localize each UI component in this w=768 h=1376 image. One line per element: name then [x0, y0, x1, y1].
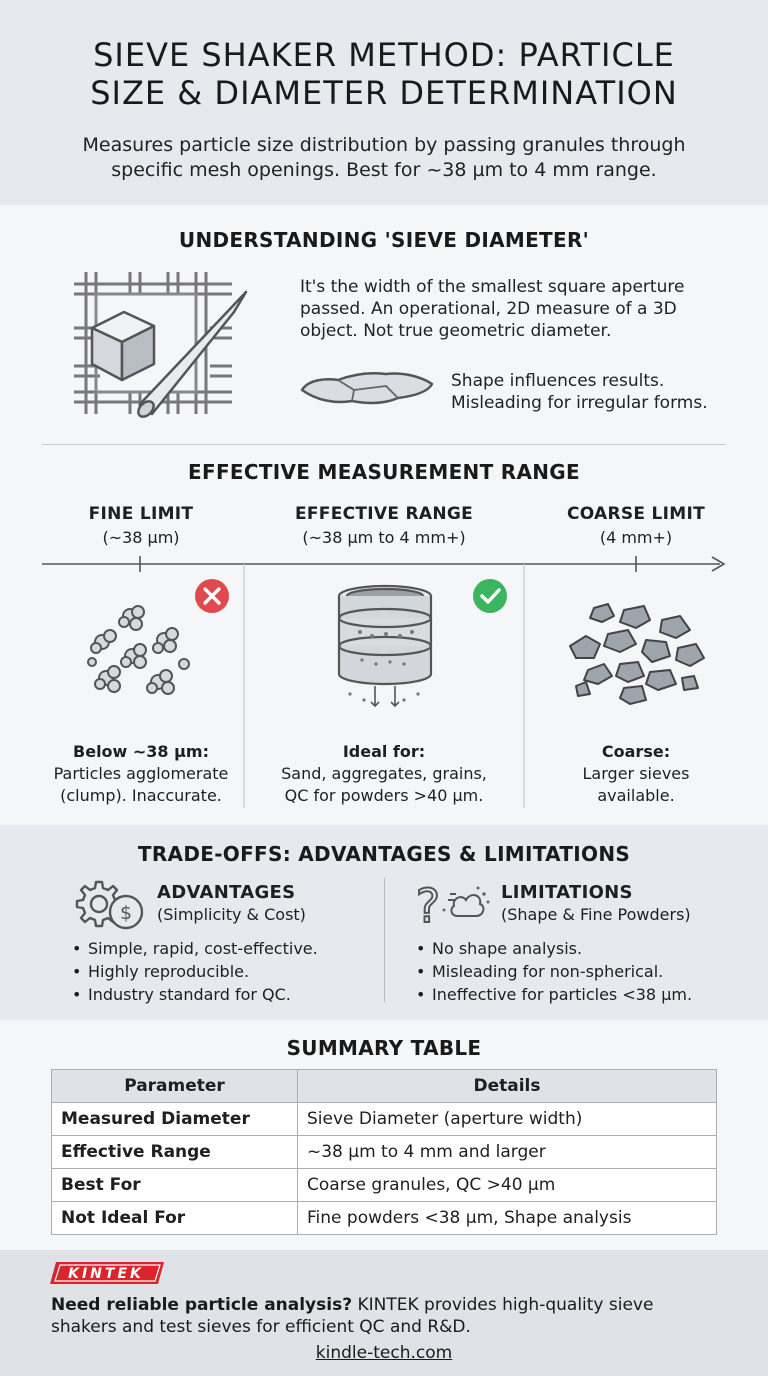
- table-cell-details: Sieve Diameter (aperture width): [297, 1102, 717, 1136]
- advantages-title: ADVANTAGES: [157, 882, 296, 903]
- fine-caption-bold: Below ~38 µm:: [73, 742, 209, 761]
- advantages-list: Simple, rapid, cost-effective. Highly re…: [72, 937, 318, 1006]
- limitations-title: LIMITATIONS: [501, 882, 633, 903]
- summary-table: Parameter Details Measured Diameter Siev…: [51, 1069, 717, 1235]
- limitations-list: No shape analysis. Misleading for non-sp…: [416, 937, 692, 1006]
- svg-text:KINTEK: KINTEK: [68, 1266, 144, 1282]
- sieve-diameter-definition: It's the width of the smallest square ap…: [300, 276, 740, 342]
- definition-line-2: passed. An operational, 2D measure of a …: [300, 299, 677, 319]
- definition-line-1: It's the width of the smallest square ap…: [300, 277, 685, 297]
- kintek-logo: KINTEK: [50, 1262, 164, 1284]
- shape-influence-note: Shape influences results. Misleading for…: [451, 370, 751, 414]
- cta-bold: Need reliable particle analysis?: [51, 1295, 353, 1315]
- table-cell-details: ~38 µm to 4 mm and larger: [297, 1135, 717, 1169]
- cross-icon: [195, 579, 229, 613]
- fine-limit-sub: (~38 µm): [102, 528, 180, 547]
- table-row: Best For Coarse granules, QC >40 µm: [51, 1168, 717, 1202]
- table-row: Not Ideal For Fine powders <38 µm, Shape…: [51, 1201, 717, 1235]
- coarse-limit-caption: Coarse: Larger sieves available.: [516, 741, 756, 807]
- title-line-2: SIZE & DIAMETER DETERMINATION: [90, 74, 678, 112]
- axis-arrow-icon: [711, 556, 726, 572]
- effective-caption-line-1: Sand, aggregates, grains,: [281, 764, 487, 783]
- tradeoffs-divider: [384, 878, 385, 1002]
- subtitle-line-2: specific mesh openings. Best for ~38 µm …: [111, 159, 657, 181]
- list-item: Highly reproducible.: [72, 960, 318, 983]
- shape-note-line-2: Misleading for irregular forms.: [451, 393, 708, 413]
- fine-limit-caption: Below ~38 µm: Particles agglomerate (clu…: [21, 741, 261, 807]
- range-heading: EFFECTIVE MEASUREMENT RANGE: [188, 460, 580, 484]
- section-divider: [42, 444, 726, 445]
- list-item: Simple, rapid, cost-effective.: [72, 937, 318, 960]
- website-link[interactable]: kindle-tech.com: [315, 1343, 453, 1363]
- question-dust-icon: ?: [415, 878, 490, 932]
- fine-caption-line-1: Particles agglomerate: [53, 764, 229, 783]
- effective-range-sub: (~38 µm to 4 mm+): [302, 528, 466, 547]
- effective-range-caption: Ideal for: Sand, aggregates, grains, QC …: [264, 741, 504, 807]
- table-header-row: Parameter Details: [51, 1069, 717, 1103]
- irregular-particle-icon: [300, 372, 434, 405]
- list-item: Ineffective for particles <38 µm.: [416, 983, 692, 1006]
- cube-particle-icon: [90, 310, 156, 382]
- coarse-caption-bold: Coarse:: [601, 742, 671, 761]
- coarse-caption-line-2: available.: [597, 786, 675, 805]
- column-header: Details: [297, 1069, 717, 1103]
- coarse-limit-title: COARSE LIMIT: [566, 504, 706, 524]
- stacked-sieves-icon: [337, 584, 433, 708]
- table-row: Measured Diameter Sieve Diameter (apertu…: [51, 1102, 717, 1136]
- subtitle-line-1: Measures particle size distribution by p…: [82, 134, 686, 156]
- table-cell-parameter: Measured Diameter: [51, 1102, 298, 1136]
- page-title: SIEVE SHAKER METHOD: PARTICLE SIZE & DIA…: [20, 36, 748, 112]
- coarse-rocks-icon: [569, 603, 705, 705]
- column-header: Parameter: [51, 1069, 298, 1103]
- cta-rest: KINTEK provides high-quality sieve: [352, 1295, 654, 1315]
- range-axis: [42, 556, 726, 808]
- list-item: Misleading for non-spherical.: [416, 960, 692, 983]
- sieve-section-background: [0, 205, 768, 825]
- page-subtitle: Measures particle size distribution by p…: [40, 133, 728, 183]
- definition-line-3: object. Not true geometric diameter.: [300, 321, 612, 341]
- table-cell-details: Coarse granules, QC >40 µm: [297, 1168, 717, 1202]
- tradeoffs-heading: TRADE-OFFS: ADVANTAGES & LIMITATIONS: [137, 842, 631, 866]
- summary-heading: SUMMARY TABLE: [286, 1036, 482, 1060]
- advantages-subtitle: (Simplicity & Cost): [157, 905, 306, 924]
- table-cell-parameter: Not Ideal For: [51, 1201, 298, 1235]
- limitations-subtitle: (Shape & Fine Powders): [501, 905, 691, 924]
- effective-range-title: EFFECTIVE RANGE: [294, 504, 474, 524]
- footer-cta: Need reliable particle analysis? KINTEK …: [51, 1294, 731, 1338]
- table-cell-details: Fine powders <38 µm, Shape analysis: [297, 1201, 717, 1235]
- effective-caption-line-2: QC for powders >40 µm.: [284, 786, 484, 805]
- title-line-1: SIEVE SHAKER METHOD: PARTICLE: [93, 36, 675, 74]
- gear-dollar-icon: $: [75, 880, 144, 930]
- list-item: No shape analysis.: [416, 937, 692, 960]
- table-cell-parameter: Best For: [51, 1168, 298, 1202]
- table-row: Effective Range ~38 µm to 4 mm and large…: [51, 1135, 717, 1169]
- fine-caption-line-2: (clump). Inaccurate.: [60, 786, 222, 805]
- coarse-caption-line-1: Larger sieves: [582, 764, 690, 783]
- svg-text:?: ?: [416, 879, 440, 932]
- svg-text:$: $: [120, 902, 132, 924]
- coarse-limit-sub: (4 mm+): [599, 528, 673, 547]
- fine-limit-title: FINE LIMIT: [88, 504, 194, 524]
- sieve-mesh-icon: [74, 272, 248, 418]
- needle-particle-icon: [137, 290, 248, 418]
- agglomerated-particles-icon: [87, 605, 190, 695]
- header-band: SIEVE SHAKER METHOD: PARTICLE SIZE & DIA…: [0, 0, 768, 205]
- list-item: Industry standard for QC.: [72, 983, 318, 1006]
- table-cell-parameter: Effective Range: [51, 1135, 298, 1169]
- check-icon: [473, 579, 507, 613]
- effective-caption-bold: Ideal for:: [342, 742, 426, 761]
- shape-note-line-1: Shape influences results.: [451, 371, 665, 391]
- sieve-diameter-heading: UNDERSTANDING 'SIEVE DIAMETER': [178, 228, 590, 252]
- cta-line-2: shakers and test sieves for efficient QC…: [51, 1317, 471, 1337]
